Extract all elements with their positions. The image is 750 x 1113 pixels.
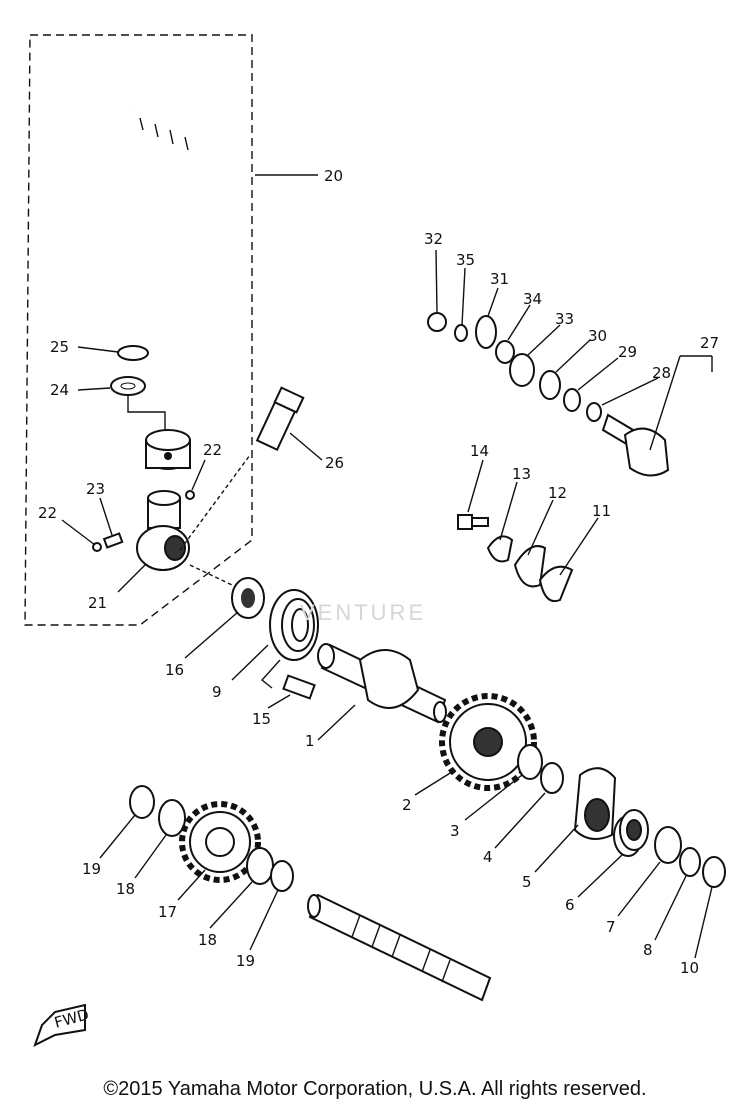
callout-18b: 18	[198, 931, 217, 949]
pin-15	[282, 674, 316, 700]
copyright-notice: ©2015 Yamaha Motor Corporation, U.S.A. A…	[103, 1078, 647, 1100]
washer-10	[702, 856, 726, 888]
callout-12: 12	[548, 484, 567, 502]
washer-29	[563, 388, 581, 412]
bearing-30	[539, 370, 561, 400]
shaft-27	[601, 413, 670, 477]
plate-11	[538, 565, 574, 602]
stopper-13	[486, 535, 514, 563]
callout-18a: 18	[116, 880, 135, 898]
clip-19b	[270, 860, 294, 892]
callout-35: 35	[456, 251, 475, 269]
callout-2: 2	[402, 796, 412, 814]
callout-33: 33	[555, 310, 574, 328]
callout-27: 27	[700, 334, 719, 352]
idle-gear-17	[179, 801, 261, 883]
callout-11: 11	[592, 502, 611, 520]
shaft	[307, 893, 492, 1002]
watermark: VENTURE	[300, 600, 427, 625]
clip-19a	[129, 785, 155, 819]
callout-24: 24	[50, 381, 69, 399]
callout-16: 16	[165, 661, 184, 679]
spring-23	[102, 532, 124, 549]
callout-29: 29	[618, 343, 637, 361]
callout-10: 10	[680, 959, 699, 977]
bolt-26	[255, 386, 305, 452]
callout-19a: 19	[82, 860, 101, 878]
spring-6	[613, 809, 649, 857]
callout-25: 25	[50, 338, 69, 356]
leader-lines	[61, 174, 713, 959]
plate-31	[475, 315, 497, 349]
callout-20: 20	[324, 167, 343, 185]
clip-8	[679, 847, 701, 877]
callout-13: 13	[512, 465, 531, 483]
callout-26: 26	[325, 454, 344, 472]
washer-33	[509, 353, 535, 387]
ball-22a	[185, 490, 195, 500]
ratchet-5	[573, 767, 617, 840]
callout-7: 7	[606, 918, 616, 936]
kick-lever	[127, 105, 228, 470]
fwd-arrow-icon: FWD	[33, 1003, 91, 1047]
callout-31: 31	[490, 270, 509, 288]
callout-14: 14	[470, 442, 489, 460]
callout-15: 15	[252, 710, 271, 728]
kick-axle-1	[317, 643, 447, 724]
callout-22a: 22	[203, 441, 222, 459]
callout-21: 21	[88, 594, 107, 612]
bolt-14	[457, 514, 489, 530]
callout-5: 5	[522, 873, 532, 891]
callout-23: 23	[86, 480, 105, 498]
washer-3	[517, 744, 543, 780]
kick-gear-2	[439, 693, 537, 791]
callout-3: 3	[450, 822, 460, 840]
seal-28	[586, 402, 602, 422]
callout-6: 6	[565, 896, 575, 914]
callout-4: 4	[483, 848, 493, 866]
kick-lever-group-outline	[24, 34, 253, 626]
kick-boss	[136, 490, 190, 571]
washer-7	[654, 826, 682, 864]
washer-18a	[158, 799, 186, 837]
callout-1: 1	[305, 732, 315, 750]
bushing-34	[495, 340, 515, 364]
callout-32: 32	[424, 230, 443, 248]
torsion-spring-9	[260, 589, 319, 689]
callout-17: 17	[158, 903, 177, 921]
clip-25	[117, 345, 149, 361]
callout-8: 8	[643, 941, 653, 959]
callout-30: 30	[588, 327, 607, 345]
callout-19b: 19	[236, 952, 255, 970]
callout-9: 9	[212, 683, 222, 701]
callout-34: 34	[523, 290, 542, 308]
washer-18b	[246, 847, 274, 885]
washer-35	[454, 324, 468, 342]
plate-12	[513, 545, 547, 588]
nut-32	[427, 312, 447, 332]
callout-22b: 22	[38, 504, 57, 522]
callout-28: 28	[652, 364, 671, 382]
clip-4	[540, 762, 564, 794]
